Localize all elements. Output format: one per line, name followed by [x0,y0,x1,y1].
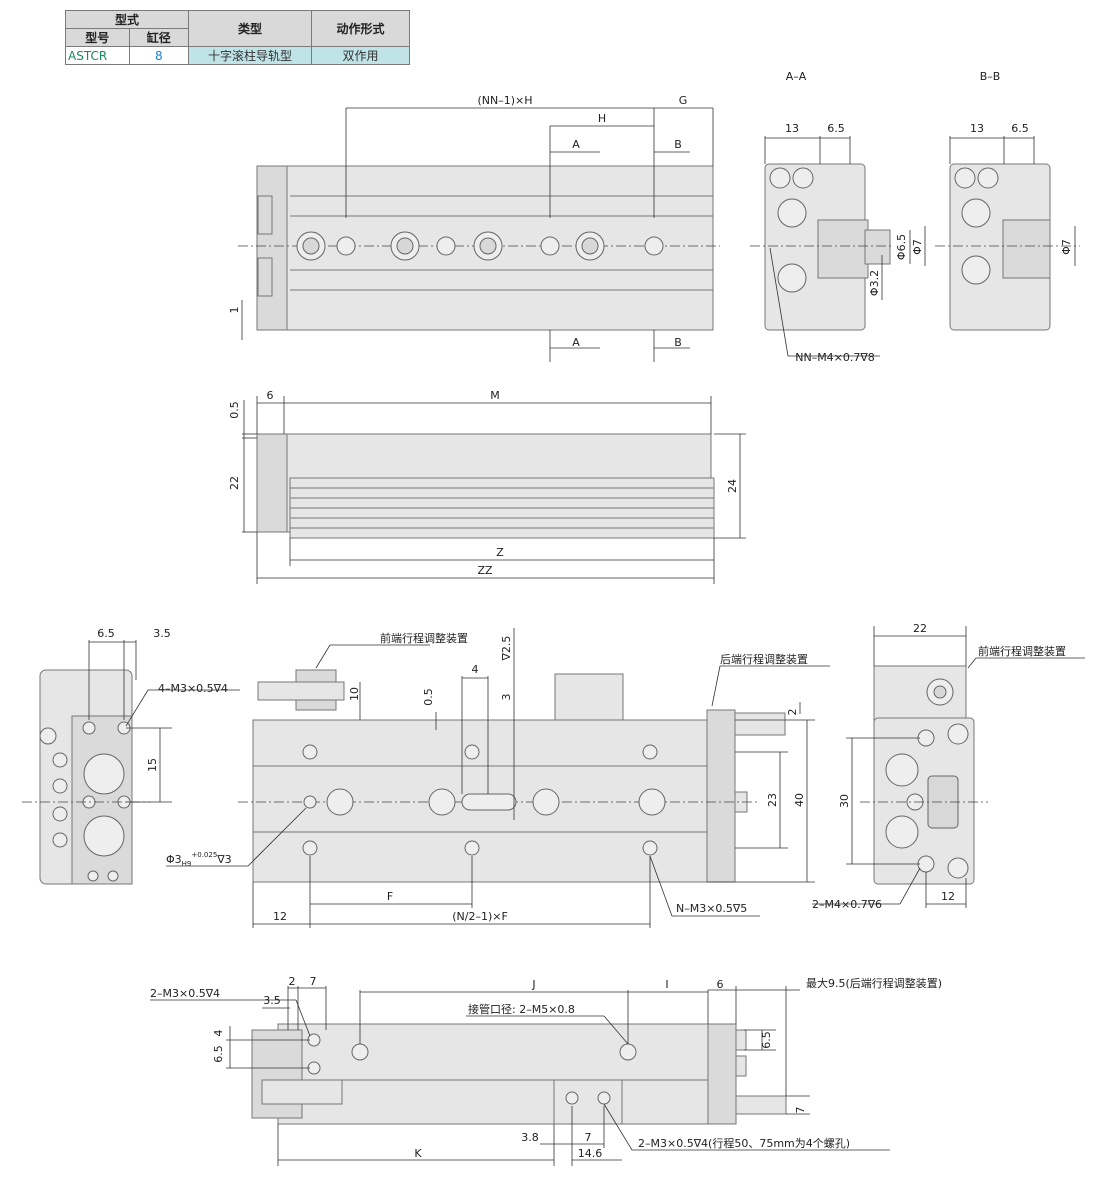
section-a-a: A–A 13 6.5 Φ6.5 Φ7 Φ3.2 NN–M4×0.7∇8 [750,70,926,364]
action-value: 双作用 [311,46,410,65]
side-dim-zz: ZZ [477,564,493,577]
bottom-right-6-5: 6.5 [760,1031,773,1049]
front-dim-4: 4 [472,663,479,676]
m3-4-callout: 4–M3×0.5∇4 [158,682,228,695]
bb-phi7: Φ7 [1060,239,1073,255]
right-end-view: 22 30 12 前端行程调整装置 2–M4×0.7∇6 [812,622,1085,911]
phi3-tol-top: +0.025 [191,851,217,859]
header-model: 型号 [65,28,130,47]
bottom-dim-3-5: 3.5 [263,994,281,1007]
right-dim-22: 22 [913,622,927,635]
section-a-top: A [572,138,580,151]
bottom-m3-callout: 2–M3×0.5∇4 [150,987,220,1000]
front-dim-2: 2 [786,709,799,716]
bottom-dim-4: 4 [212,1030,225,1037]
bb-dim-13: 13 [970,122,984,135]
side-dim-22: 22 [228,476,241,490]
front-view: 前端行程调整装置 后端行程调整装置 10 0.5 4 ∇2.5 3 2 23 4… [166,628,830,928]
section-b-bottom: B [674,336,682,349]
side-dim-0-5: 0.5 [228,401,241,419]
side-elevation: 0.5 6 M 22 24 Z ZZ [228,389,746,584]
phi3-grade: H9 [182,860,192,868]
front-dim-f: F [387,890,393,903]
spec-table: 型式 类型 动作形式 型号 缸径 ASTCR 8 十字滚柱导轨型 双作用 [65,10,410,65]
front-adjuster-label: 前端行程调整装置 [380,631,468,645]
bottom-max-9-5: 最大9.5(后端行程调整装置) [806,976,942,990]
port-label: 接管口径: 2–M5×0.8 [468,1002,575,1016]
front-dim-23: 23 [766,793,779,807]
side-dim-z: Z [496,546,504,559]
dim-1: 1 [228,307,241,314]
dim-h: H [598,112,606,125]
aa-phi3-2: Φ3.2 [868,270,881,296]
header-type-form: 型式 [65,10,189,29]
bottom-dim-14-6: 14.6 [578,1147,603,1160]
bottom-dim-7: 7 [310,975,317,988]
header-action: 动作形式 [311,10,410,47]
section-a-a-title: A–A [786,70,807,83]
phi3-callout: Φ3H9+0.025∇3 [166,851,232,868]
n-m3-callout: N–M3×0.5∇5 [676,902,747,915]
bottom-right-7: 7 [794,1107,807,1114]
section-b-b: B–B 13 6.5 Φ7 [935,70,1080,331]
top-end-block [256,165,288,331]
m4-2-callout: 2–M4×0.7∇6 [812,898,882,911]
section-a-bottom: A [572,336,580,349]
bb-dim-6-5: 6.5 [1011,122,1029,135]
front-dim-3: 3 [500,694,513,701]
section-b-b-title: B–B [980,70,1001,83]
front-dim-2-5: ∇2.5 [500,636,513,662]
bottom-dim-7b: 7 [585,1131,592,1144]
right-dim-12: 12 [941,890,955,903]
right-dim-30: 30 [838,794,851,808]
bottom-view: 2 7 J I 6 最大9.5(后端行程调整装置) 2–M3×0.5∇4 3.5… [150,975,942,1166]
front-dim-10: 10 [348,687,361,701]
top-view: (NN–1)×H G H A B A B 1 [228,94,720,362]
left-end-view: 6.5 3.5 15 4–M3×0.5∇4 [22,627,240,885]
rear-adjuster-label: 后端行程调整装置 [720,652,808,666]
phi3-main: Φ3 [166,853,182,866]
side-dim-6: 6 [267,389,274,402]
model-value: ASTCR [65,46,130,65]
side-dim-24: 24 [726,479,739,493]
aa-dim-13: 13 [785,122,799,135]
aa-phi6-5: Φ6.5 [895,234,908,260]
bottom-dim-i: I [665,978,668,991]
bottom-m3-note: 2–M3×0.5∇4(行程50、75mm为4个螺孔) [638,1137,850,1150]
phi3-depth: ∇3 [216,853,231,866]
aa-phi7: Φ7 [911,239,924,255]
front-dim-0-5: 0.5 [422,688,435,706]
front-dim-12: 12 [273,910,287,923]
bottom-dim-6-5: 6.5 [212,1045,225,1063]
dim-g: G [679,94,688,107]
right-front-adjuster-label: 前端行程调整装置 [978,644,1066,658]
left-dim-6-5: 6.5 [97,627,115,640]
bottom-dim-j: J [531,978,535,991]
header-bore: 缸径 [128,28,190,47]
left-dim-3-5: 3.5 [153,627,171,640]
dim-nn-h: (NN–1)×H [477,94,532,107]
section-b-top: B [674,138,682,151]
front-dim-40: 40 [793,793,806,807]
bottom-dim-6: 6 [717,978,724,991]
front-dim-n2f: (N/2–1)×F [452,910,508,923]
side-dim-m: M [490,389,500,402]
bottom-dim-k: K [414,1147,422,1160]
bottom-dim-2: 2 [289,975,296,988]
nn-m4-callout: NN–M4×0.7∇8 [795,351,875,364]
left-dim-15: 15 [146,758,159,772]
bottom-dim-3-8: 3.8 [521,1131,539,1144]
bore-value: 8 [128,46,190,65]
aa-dim-6-5: 6.5 [827,122,845,135]
